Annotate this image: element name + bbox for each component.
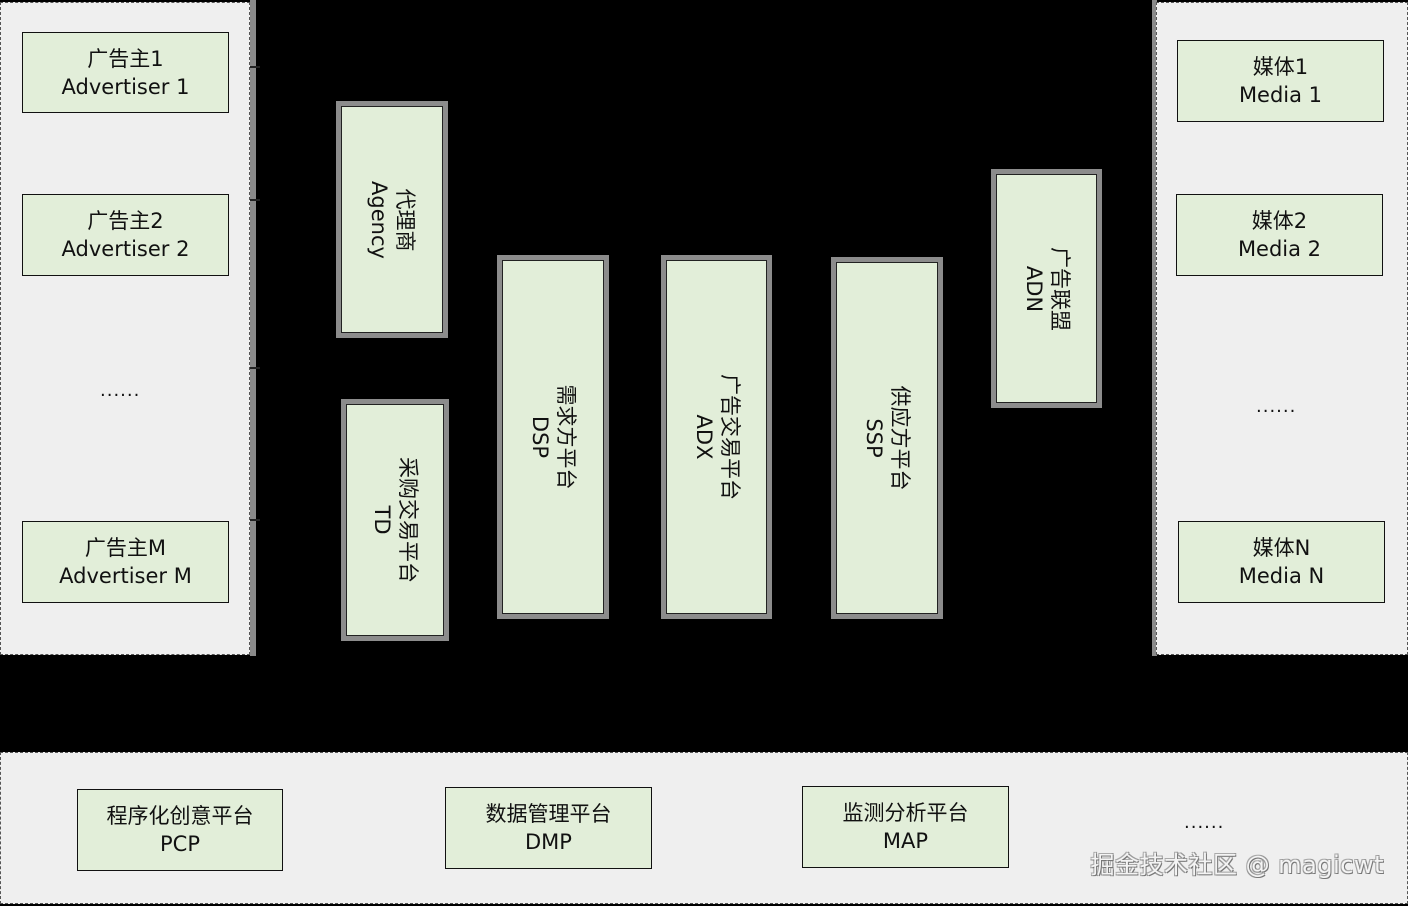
dsp-cn: 需求方平台 [554,384,578,490]
pcp-node: 程序化创意平台 PCP [77,789,283,871]
pcp-cn: 程序化创意平台 [106,804,254,828]
td-en: TD [370,505,394,535]
connector-tick [250,367,260,369]
media-ellipsis: ...... [1256,396,1297,417]
advertiser-1-cn: 广告主1 [87,46,164,71]
dmp-cn: 数据管理平台 [485,802,612,826]
media-n-en: Media N [1238,564,1325,588]
ssp-cn: 供应方平台 [888,385,912,491]
advertiser-m-cn: 广告主M [84,536,167,560]
media-1-cn: 媒体1 [1252,55,1309,79]
map-cn: 监测分析平台 [842,801,969,825]
agency-cn: 代理商 [393,188,417,251]
dmp-en: DMP [525,830,572,854]
advertiser-2-cn: 广告主2 [87,209,164,233]
media-n-cn: 媒体N [1252,536,1311,560]
media-2-en: Media 2 [1237,237,1322,261]
map-en: MAP [882,829,929,853]
advertiser-1-node: 广告主1 Advertiser 1 [22,32,229,113]
advertiser-2-node: 广告主2 Advertiser 2 [22,194,229,276]
media-n-node: 媒体N Media N [1178,521,1385,603]
connector-tick [250,519,260,521]
adx-en: ADX [691,414,716,460]
agency-en: Agency [367,180,391,259]
advertisers-ellipsis: ...... [100,380,141,401]
td-node: 采购交易平台 TD [346,404,444,636]
advertisers-panel-edge [250,0,256,656]
media-panel-edge [1152,0,1157,656]
adn-en: ADN [1021,265,1046,312]
advertiser-2-en: Advertiser 2 [61,237,190,261]
advertiser-m-en: Advertiser M [59,564,192,588]
adn-node: 广告联盟 ADN [996,174,1097,403]
watermark: 掘金技术社区 @ magicwt [1090,851,1384,879]
dmp-node: 数据管理平台 DMP [445,787,652,869]
media-1-en: Media 1 [1238,83,1323,107]
map-node: 监测分析平台 MAP [802,786,1009,868]
ssp-en: SSP [862,418,886,458]
adx-cn: 广告交易平台 [717,374,742,500]
connector-tick [250,199,260,201]
adn-cn: 广告联盟 [1047,246,1072,331]
media-2-cn: 媒体2 [1251,209,1308,233]
media-2-node: 媒体2 Media 2 [1176,194,1383,276]
advertiser-m-node: 广告主M Advertiser M [22,521,229,603]
dsp-en: DSP [528,415,552,459]
agency-node: 代理商 Agency [341,106,443,333]
pcp-en: PCP [160,832,200,856]
media-1-node: 媒体1 Media 1 [1177,40,1384,122]
td-cn: 采购交易平台 [396,457,420,583]
support-ellipsis: ...... [1184,812,1225,833]
ssp-node: 供应方平台 SSP [836,262,938,614]
advertiser-1-en: Advertiser 1 [61,74,190,99]
dsp-node: 需求方平台 DSP [502,260,604,614]
connector-tick [250,66,260,68]
adx-node: 广告交易平台 ADX [666,260,767,614]
